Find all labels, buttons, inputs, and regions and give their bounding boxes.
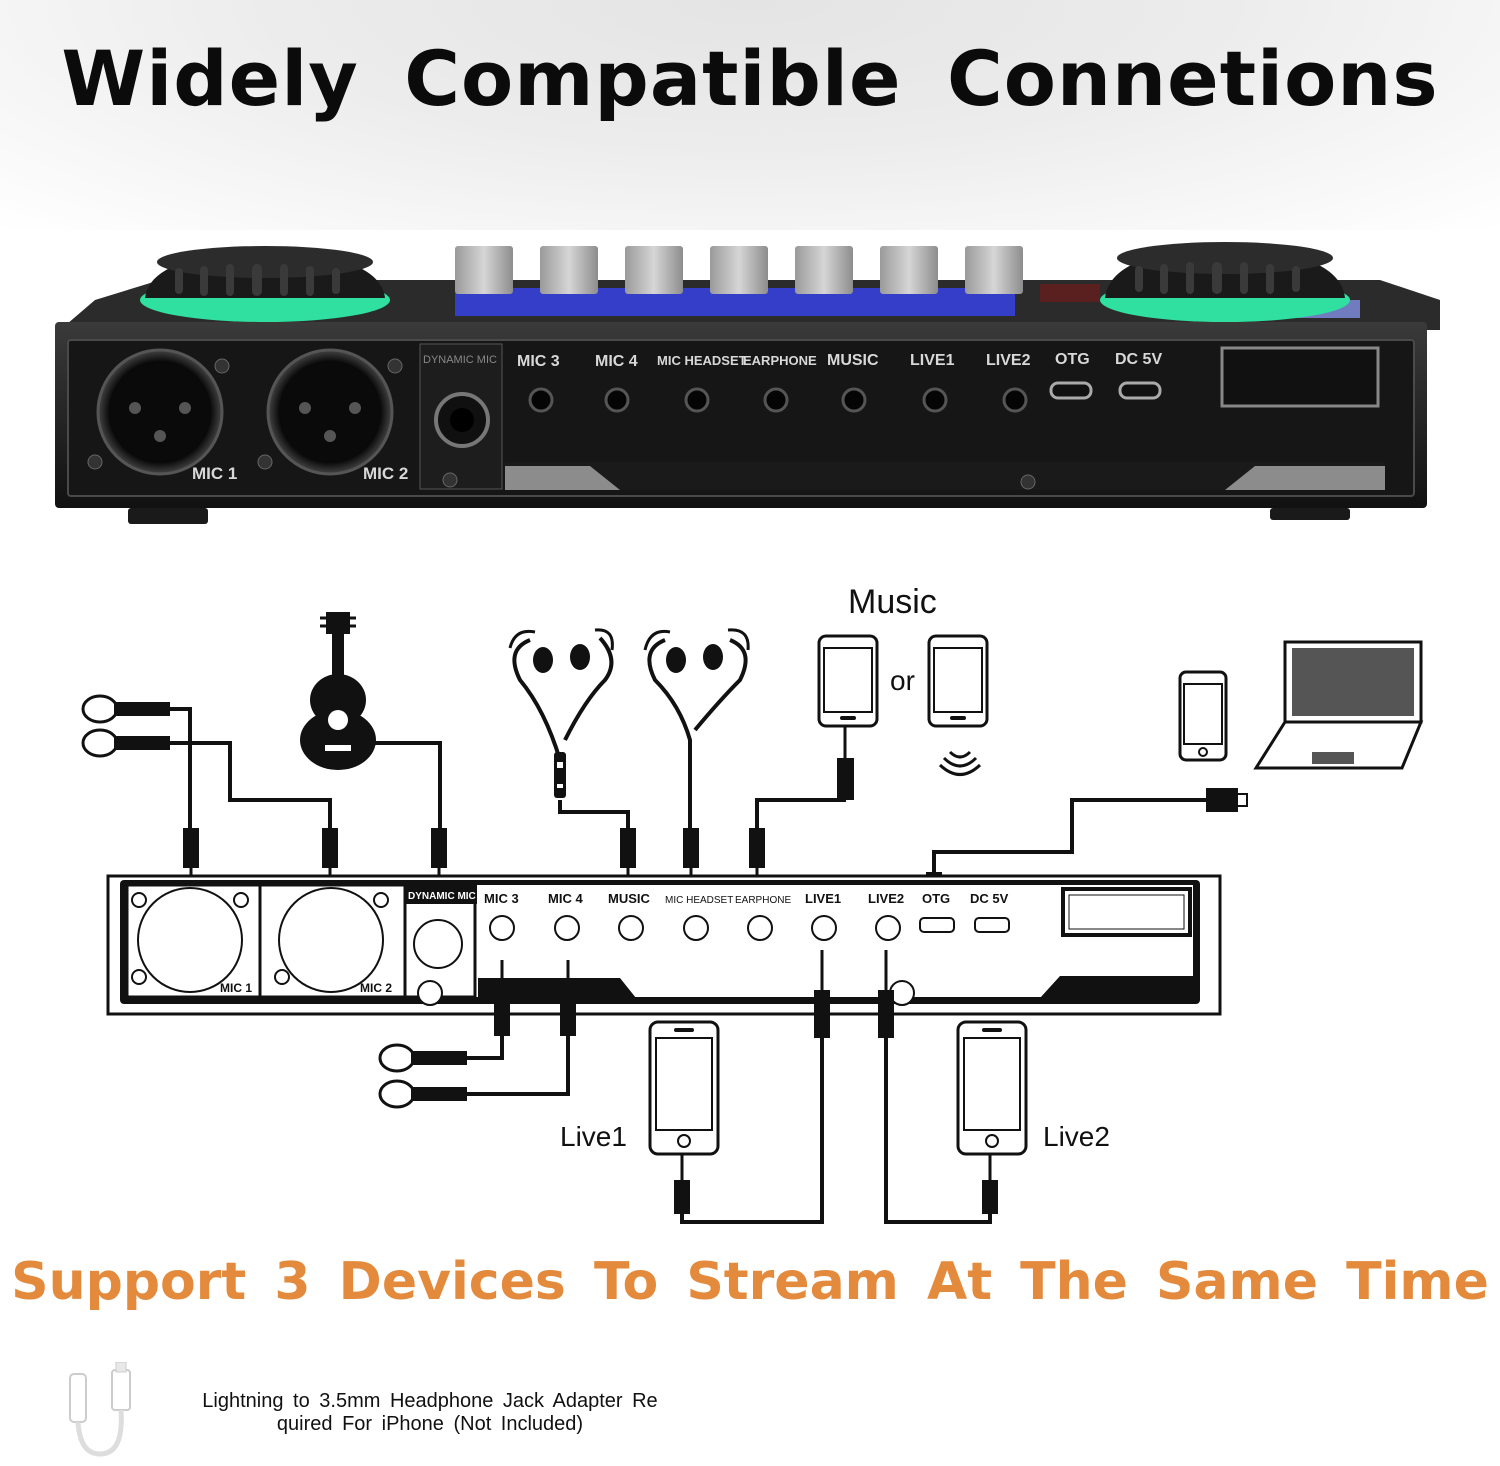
diagram-label-mic1: MIC 1 — [220, 981, 252, 995]
connection-diagram: Music or — [81, 583, 1424, 1224]
feature-headline: Support 3 Devices To Stream At The Same … — [11, 1252, 1489, 1312]
device-label-live1: LIVE1 — [910, 352, 955, 369]
microphone-icon — [81, 694, 170, 758]
device-label-mic2: MIC 2 — [363, 464, 408, 483]
lightning-adapter-icon — [69, 1362, 131, 1457]
live1-label: Live1 — [560, 1121, 627, 1152]
diagram-label-earphone: EARPHONE — [735, 895, 791, 906]
knob-right — [1100, 242, 1350, 322]
device-label-dynamic-mic: DYNAMIC MIC — [423, 354, 497, 366]
device-label-earphone: EARPHONE — [743, 353, 817, 368]
phone-icon-live1 — [648, 1020, 720, 1156]
microphone-icon-bottom — [378, 1043, 467, 1109]
diagram-label-mic-headset: MIC HEADSET — [665, 895, 733, 906]
adapter-note-line1: Lightning to 3.5mm Headphone Jack Adapte… — [202, 1390, 658, 1412]
xlr-jack-mic2 — [266, 348, 394, 476]
device-label-live2: LIVE2 — [986, 352, 1031, 369]
music-label: Music — [848, 583, 937, 621]
phone-icon-otg — [1178, 670, 1228, 762]
device-label-mic3: MIC 3 — [517, 353, 560, 370]
fader-caps — [455, 246, 1023, 294]
diagram-label-live1: LIVE1 — [805, 891, 841, 906]
phone-icon — [817, 634, 879, 728]
device-label-otg: OTG — [1055, 351, 1090, 368]
diagram-label-music: MUSIC — [608, 891, 651, 906]
device-label-mic-headset: MIC HEADSET — [657, 353, 747, 368]
device-label-mic4: MIC 4 — [595, 353, 638, 370]
sound-card-photo: MIC 1 MIC 2 DYNAMIC MIC MIC 3 MIC 4 MIC … — [55, 242, 1440, 524]
header-band — [0, 0, 1500, 230]
diagram-label-dc5v: DC 5V — [970, 891, 1009, 906]
device-label-mic1: MIC 1 — [192, 464, 237, 483]
diagram-label-live2: LIVE2 — [868, 891, 904, 906]
phone-icon-live2 — [956, 1020, 1028, 1156]
page-title: Widely Compatible Connetions — [61, 34, 1439, 123]
live2-label: Live2 — [1043, 1121, 1110, 1152]
knob-left — [140, 246, 390, 322]
or-label: or — [890, 665, 915, 696]
wireless-icon — [938, 750, 982, 776]
guitar-icon — [300, 612, 376, 770]
adapter-note-line2: quired For iPhone (Not Included) — [276, 1413, 584, 1435]
phone-icon-wireless — [927, 634, 989, 728]
diagram-label-mic4: MIC 4 — [548, 891, 583, 906]
headset-icon — [643, 628, 750, 673]
earphones-icon — [508, 628, 614, 798]
device-label-music: MUSIC — [827, 352, 879, 369]
diagram-label-mic3: MIC 3 — [484, 891, 519, 906]
diagram-label-mic2: MIC 2 — [360, 981, 392, 995]
diagram-label-otg: OTG — [922, 891, 950, 906]
xlr-jack-mic1 — [96, 348, 224, 476]
laptop-icon — [1253, 640, 1424, 770]
diagram-label-dynamic-mic: DYNAMIC MIC — [408, 891, 476, 902]
device-label-dc5v: DC 5V — [1115, 351, 1162, 368]
adapter-note: Lightning to 3.5mm Headphone Jack Adapte… — [150, 1390, 710, 1436]
